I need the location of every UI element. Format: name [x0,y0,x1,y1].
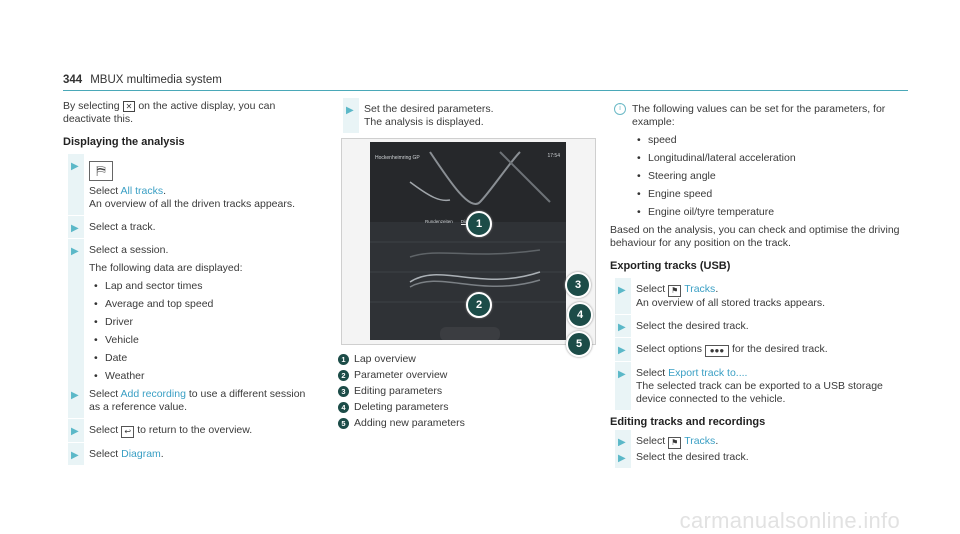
back-icon: ↩ [121,426,135,438]
column-left: By selecting✕on the active display, you … [63,100,318,465]
step-arrow-icon: ▶ [71,450,79,461]
step-arrow-icon: ▶ [618,369,626,380]
step-select-all-tracks: ▶ ⛿ Select All tracks. An overview of al… [63,154,318,215]
column-right: i The following values can be set for th… [610,103,910,468]
step-select-options: ▶ Select options●●●for the desired track… [610,338,910,361]
callout-2: 2 [466,292,492,318]
diagram-link[interactable]: Diagram [121,448,161,460]
page-header: 344 MBUX multimedia system [63,74,222,86]
list-item: Vehicle [89,334,318,347]
step-select-track: ▶ Select a track. [63,216,318,238]
list-item: Steering angle [632,170,910,183]
displayed-data-list: Lap and sector times Average and top spe… [89,280,318,383]
step-arrow-icon: ▶ [71,161,79,172]
intro-text: By selecting✕on the active display, you … [63,100,276,125]
step-arrow-icon: ▶ [618,345,626,356]
list-item: Longitudinal/lateral acceleration [632,152,910,165]
header-title: MBUX multimedia system [90,74,222,86]
info-icon: i [614,103,626,115]
analysis-text: Based on the analysis, you can check and… [610,224,900,249]
list-item: Engine oil/tyre temperature [632,206,910,219]
step-arrow-icon: ▶ [618,453,626,464]
tracks-link[interactable]: Tracks [684,283,716,295]
step-arrow-icon: ▶ [618,322,626,333]
step-select-session: ▶ Select a session. The following data a… [63,239,318,387]
list-item: Lap and sector times [89,280,318,293]
track-graphic [370,151,566,340]
step-arrow-icon: ▶ [618,437,626,448]
column-middle: ▶ Set the desired parameters. The analys… [338,98,598,433]
callout-5: 5 [566,331,592,357]
more-options-icon: ●●● [704,345,729,357]
callout-1: 1 [466,211,492,237]
parameter-list: speed Longitudinal/lateral acceleration … [632,134,910,219]
add-recording-link[interactable]: Add recording [120,388,186,400]
tab-lap-times[interactable]: Rundenzeiten [425,219,453,224]
step-export-track: ▶ Select Export track to.... The selecte… [610,362,910,410]
flag-icon: ⚑ [668,437,682,449]
step-select-tracks: ▶ Select⚑Tracks. An overview of all stor… [610,278,910,314]
screen-title: Hockenheimring GP [375,155,420,161]
step-arrow-icon: ▶ [71,390,79,401]
step-arrow-icon: ▶ [71,246,79,257]
step-arrow-icon: ▶ [618,285,626,296]
list-item: Engine speed [632,188,910,201]
close-key-icon: ✕ [122,101,136,112]
list-item: Driver [89,316,318,329]
page-number: 344 [63,74,83,86]
flag-icon: ⚑ [668,285,682,297]
tracks-link[interactable]: Tracks [684,435,716,447]
step-select-tracks-edit: ▶ Select⚑Tracks. [610,430,910,453]
step-select-desired-track: ▶ Select the desired track. [610,315,910,337]
step-select-diagram: ▶ Select Diagram. [63,443,318,465]
list-item: Weather [89,370,318,383]
watermark: carmanualsonline.info [679,508,900,533]
export-track-link[interactable]: Export track to.... [668,367,748,379]
info-note: i The following values can be set for th… [610,103,910,219]
step-arrow-icon: ▶ [71,426,79,437]
callout-3: 3 [565,272,591,298]
section-heading-displaying: Displaying the analysis [63,136,185,148]
all-tracks-link[interactable]: All tracks [120,185,164,197]
section-heading-editing: Editing tracks and recordings [610,416,766,428]
list-item: Average and top speed [89,298,318,311]
home-bar[interactable] [440,327,500,340]
list-item: Date [89,352,318,365]
step-set-parameters: ▶ Set the desired parameters. The analys… [338,98,598,133]
screen-clock: 17:54 [547,153,560,159]
step-return: ▶ Select↩to return to the overview. [63,419,318,442]
step-arrow-icon: ▶ [71,223,79,234]
list-item: speed [632,134,910,147]
callout-4: 4 [567,302,593,328]
section-heading-exporting: Exporting tracks (USB) [610,260,731,272]
header-rule [63,90,908,91]
step-select-desired-track-edit: ▶ Select the desired track. [610,446,910,468]
analysis-screenshot: Hockenheimring GP 17:54 RundenzeitenDiag… [341,138,596,357]
step-add-recording: ▶ Select Add recording to use a differen… [63,383,318,418]
step-arrow-icon: ▶ [346,105,354,116]
race-track-icon: ⛿ [89,161,113,181]
